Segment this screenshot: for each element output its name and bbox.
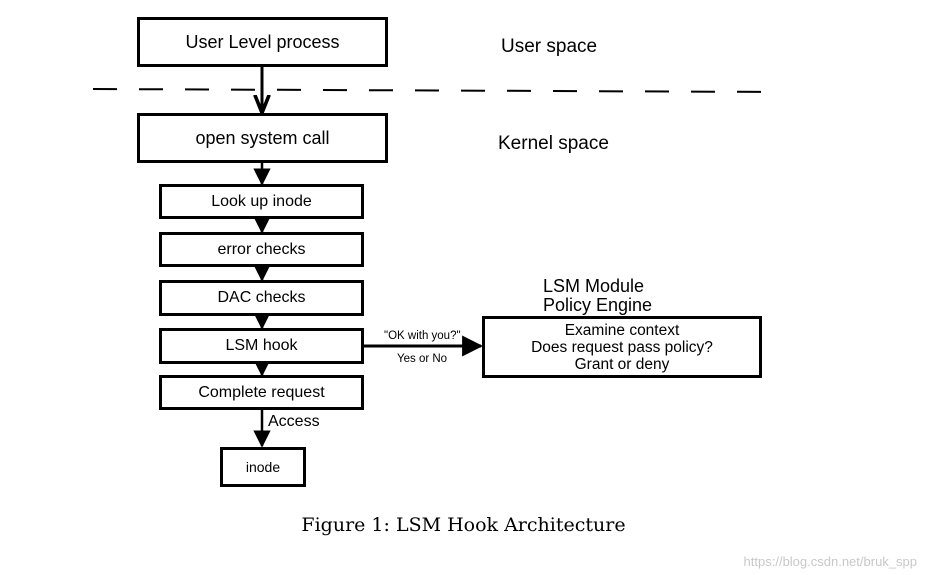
reply-label: Yes or No (397, 353, 448, 365)
lsm-module-title-line2: Policy Engine (543, 295, 653, 315)
lookup-inode-label: Look up inode (211, 192, 312, 210)
figure-caption: Figure 1: LSM Hook Architecture (301, 514, 626, 536)
complete-request-box: Complete request (159, 375, 364, 410)
user-space-label: User space (501, 36, 598, 57)
lsm-hook-box: LSM hook (159, 328, 364, 364)
user-level-process-label: User Level process (185, 31, 340, 52)
lsm-module-line2: Does request pass policy? (531, 338, 713, 356)
access-label: Access (268, 413, 320, 430)
open-system-call-box: open system call (137, 113, 388, 163)
lsm-module-title: LSM Module Policy Engine (543, 277, 652, 315)
lookup-inode-box: Look up inode (159, 184, 364, 219)
dac-checks-label: DAC checks (217, 289, 306, 306)
query-label: "OK with you?" (384, 330, 461, 342)
error-checks-label: error checks (217, 240, 306, 258)
lsm-module-title-line1: LSM Module (543, 276, 645, 296)
dac-checks-box: DAC checks (159, 280, 364, 316)
watermark: https://blog.csdn.net/bruk_spp (743, 554, 917, 569)
open-system-call-label: open system call (195, 127, 330, 148)
lsm-hook-label: LSM hook (225, 337, 298, 354)
user-level-process-box: User Level process (137, 17, 388, 67)
inode-label: inode (245, 459, 281, 475)
lsm-module-box: Examine context Does request pass policy… (482, 316, 762, 378)
kernel-space-label: Kernel space (498, 133, 609, 154)
inode-box: inode (220, 447, 306, 487)
error-checks-box: error checks (159, 232, 364, 267)
user-kernel-boundary (92, 88, 781, 93)
lsm-module-line1: Examine context (564, 321, 680, 339)
lsm-module-line3: Grant or deny (574, 355, 670, 373)
complete-request-label: Complete request (198, 383, 325, 401)
